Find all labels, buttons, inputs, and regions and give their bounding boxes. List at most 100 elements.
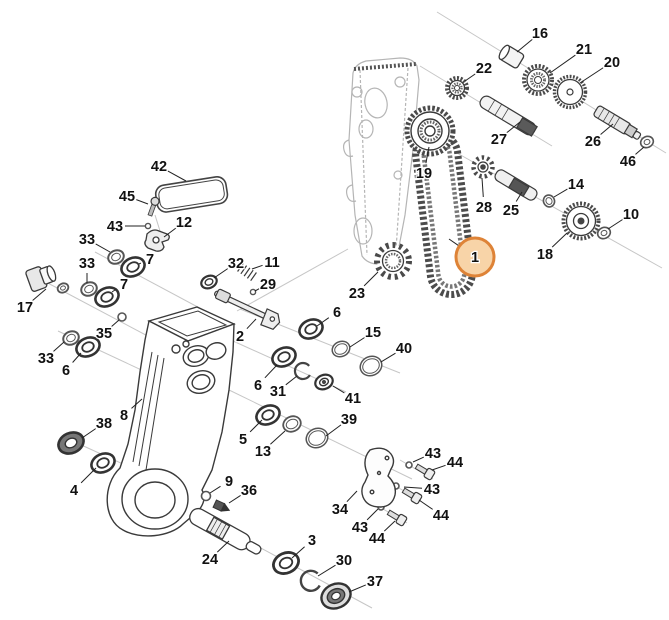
bolt-44 [386, 509, 408, 527]
leader-line [549, 54, 577, 74]
part-callout-38[interactable]: 38 [81, 415, 113, 439]
part-callout-20[interactable]: 20 [579, 54, 621, 84]
part-number: 16 [532, 26, 548, 42]
part-callout-6[interactable]: 6 [61, 352, 82, 380]
part-number: 6 [62, 363, 70, 379]
part-callout-43[interactable]: 43 [403, 481, 441, 499]
part-callout-16[interactable]: 16 [516, 25, 549, 53]
part-callout-35[interactable]: 35 [95, 319, 120, 343]
part-callout-43[interactable]: 43 [351, 508, 379, 537]
part-number: 43 [107, 219, 123, 235]
part-callout-26[interactable]: 26 [584, 123, 614, 151]
part-callout-42[interactable]: 42 [150, 158, 187, 182]
leader-line [363, 271, 379, 287]
part-callout-46[interactable]: 46 [619, 146, 645, 171]
leader-line [553, 188, 568, 198]
part-callout-25[interactable]: 25 [502, 191, 523, 220]
snap-ring-30 [299, 569, 321, 592]
part-callout-43[interactable]: 43 [412, 445, 442, 463]
part-callout-7[interactable]: 7 [138, 251, 155, 269]
part-number: 17 [17, 300, 33, 316]
part-callout-44[interactable]: 44 [431, 454, 464, 472]
part-callout-8[interactable]: 8 [119, 398, 143, 425]
part-callout-2[interactable]: 2 [235, 318, 257, 346]
part-callout-22[interactable]: 22 [464, 60, 493, 82]
part-number: 29 [260, 277, 276, 293]
part-number: 45 [119, 189, 135, 205]
part-number: 40 [396, 341, 412, 357]
gearbox-housing [106, 306, 236, 537]
leader-line [264, 364, 278, 379]
part-callout-36[interactable]: 36 [228, 482, 258, 504]
part-callout-11[interactable]: 11 [251, 254, 281, 272]
part-callout-3[interactable]: 3 [291, 532, 317, 559]
part-callout-44[interactable]: 44 [368, 520, 396, 548]
part-number: 33 [79, 256, 95, 272]
part-number: 26 [585, 134, 601, 150]
part-callout-17[interactable]: 17 [16, 288, 47, 317]
screw-45 [147, 196, 160, 217]
part-number: 46 [620, 154, 636, 170]
part-callout-33[interactable]: 33 [37, 341, 65, 368]
part-callout-30[interactable]: 30 [317, 552, 353, 577]
part-number: 35 [96, 326, 112, 342]
part-callout-28[interactable]: 28 [475, 177, 493, 217]
part-callout-45[interactable]: 45 [118, 188, 149, 206]
part-callout-39[interactable]: 39 [325, 411, 358, 437]
part-callout-44[interactable]: 44 [418, 499, 450, 525]
part-number: 9 [225, 474, 233, 490]
seal-33 [80, 281, 98, 297]
part-callout-19[interactable]: 19 [415, 146, 433, 183]
gear-18 [561, 201, 601, 241]
part-number: 34 [332, 502, 348, 518]
part-number: 38 [96, 416, 112, 432]
part-callout-9[interactable]: 9 [209, 473, 234, 494]
part-callout-40[interactable]: 40 [380, 340, 413, 363]
shaft-24 [189, 507, 262, 555]
leader-line [80, 467, 97, 484]
part-callout-15[interactable]: 15 [349, 324, 382, 348]
part-callout-29[interactable]: 29 [254, 276, 277, 294]
part-callout-43[interactable]: 43 [106, 218, 145, 236]
part-callout-41[interactable]: 41 [332, 385, 362, 408]
bearing-7 [94, 286, 120, 308]
part-callout-6[interactable]: 6 [316, 304, 342, 327]
part-callout-4[interactable]: 4 [69, 467, 97, 500]
part-callout-23[interactable]: 23 [348, 271, 379, 303]
leader-line [95, 243, 111, 253]
part-number: 28 [476, 200, 492, 216]
part-number: 41 [345, 391, 361, 407]
leader-line [481, 177, 484, 198]
part-number: 43 [424, 482, 440, 498]
washer-17 [56, 282, 70, 294]
bushing-16 [498, 44, 525, 69]
part-callout-33[interactable]: 33 [78, 231, 111, 253]
leader-line [349, 337, 365, 348]
ring-15 [331, 340, 351, 358]
bearing-32 [200, 274, 218, 290]
part-callout-24[interactable]: 24 [201, 540, 230, 569]
part-callout-34[interactable]: 34 [331, 490, 358, 519]
part-callout-18[interactable]: 18 [536, 232, 568, 264]
leader-line [131, 398, 143, 409]
leader-line [425, 146, 430, 164]
part-callout-21[interactable]: 21 [549, 41, 593, 74]
part-callout-1[interactable]: 1 [448, 236, 496, 278]
part-number: 6 [254, 378, 262, 394]
part-callout-10[interactable]: 10 [607, 206, 640, 230]
part-callout-14[interactable]: 14 [553, 176, 585, 198]
part-callout-12[interactable]: 12 [163, 214, 193, 238]
part-callout-33[interactable]: 33 [78, 255, 96, 283]
part-callout-5[interactable]: 5 [238, 419, 263, 449]
leader-line [270, 430, 286, 445]
part-callout-37[interactable]: 37 [348, 573, 384, 593]
part-callout-6[interactable]: 6 [253, 364, 278, 395]
part-callout-32[interactable]: 32 [213, 255, 245, 279]
leader-line [332, 385, 345, 394]
part-number: 6 [333, 305, 341, 321]
part-callout-7[interactable]: 7 [111, 276, 129, 294]
part-callout-13[interactable]: 13 [254, 430, 286, 461]
part-callout-27[interactable]: 27 [490, 121, 521, 149]
part-callout-31[interactable]: 31 [269, 375, 298, 401]
